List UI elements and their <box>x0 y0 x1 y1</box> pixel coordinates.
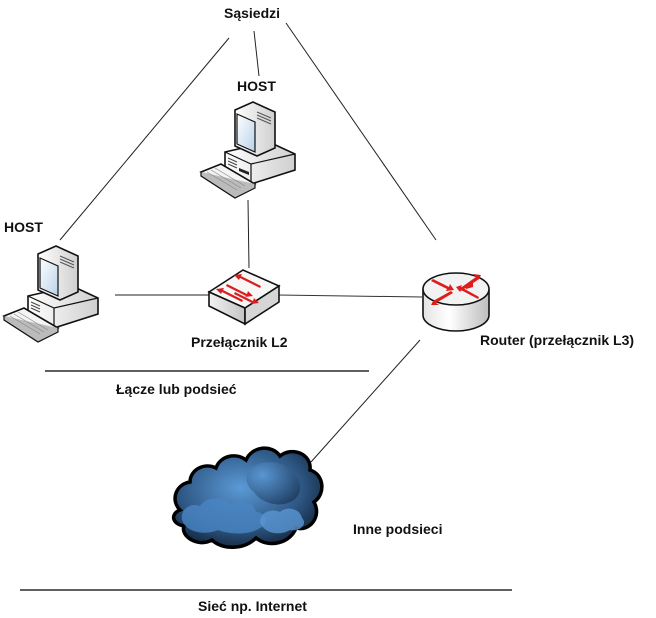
label-neighbors: Sąsiedzi <box>224 5 281 21</box>
link-neighbors-hosttop <box>253 30 260 77</box>
label-link-or-subnet: Łącze lub podsieć <box>116 381 237 397</box>
switch-arrows <box>216 274 261 304</box>
label-router: Router (przełącznik L3) <box>480 332 635 348</box>
switch-l2-icon[interactable] <box>207 266 281 326</box>
link-switch-router <box>277 294 423 298</box>
host-left-desktop-computer-icon[interactable] <box>0 244 102 346</box>
label-switch: Przełącznik L2 <box>191 334 288 350</box>
link-neighbors-hostleft <box>59 37 230 241</box>
link-router-cloud <box>310 339 421 463</box>
router-l3-icon[interactable] <box>421 265 491 335</box>
internet-cloud-icon[interactable] <box>168 440 328 555</box>
host-top-desktop-computer-icon[interactable] <box>197 100 299 202</box>
link-neighbors-router <box>285 22 437 241</box>
label-host-top: HOST <box>237 78 276 94</box>
router-arrows <box>431 274 481 305</box>
link-hosttop-switch <box>247 199 250 269</box>
label-network: Sieć np. Internet <box>198 598 307 614</box>
label-host-left: HOST <box>4 219 43 235</box>
label-other-subnets: Inne podsieci <box>353 521 443 537</box>
